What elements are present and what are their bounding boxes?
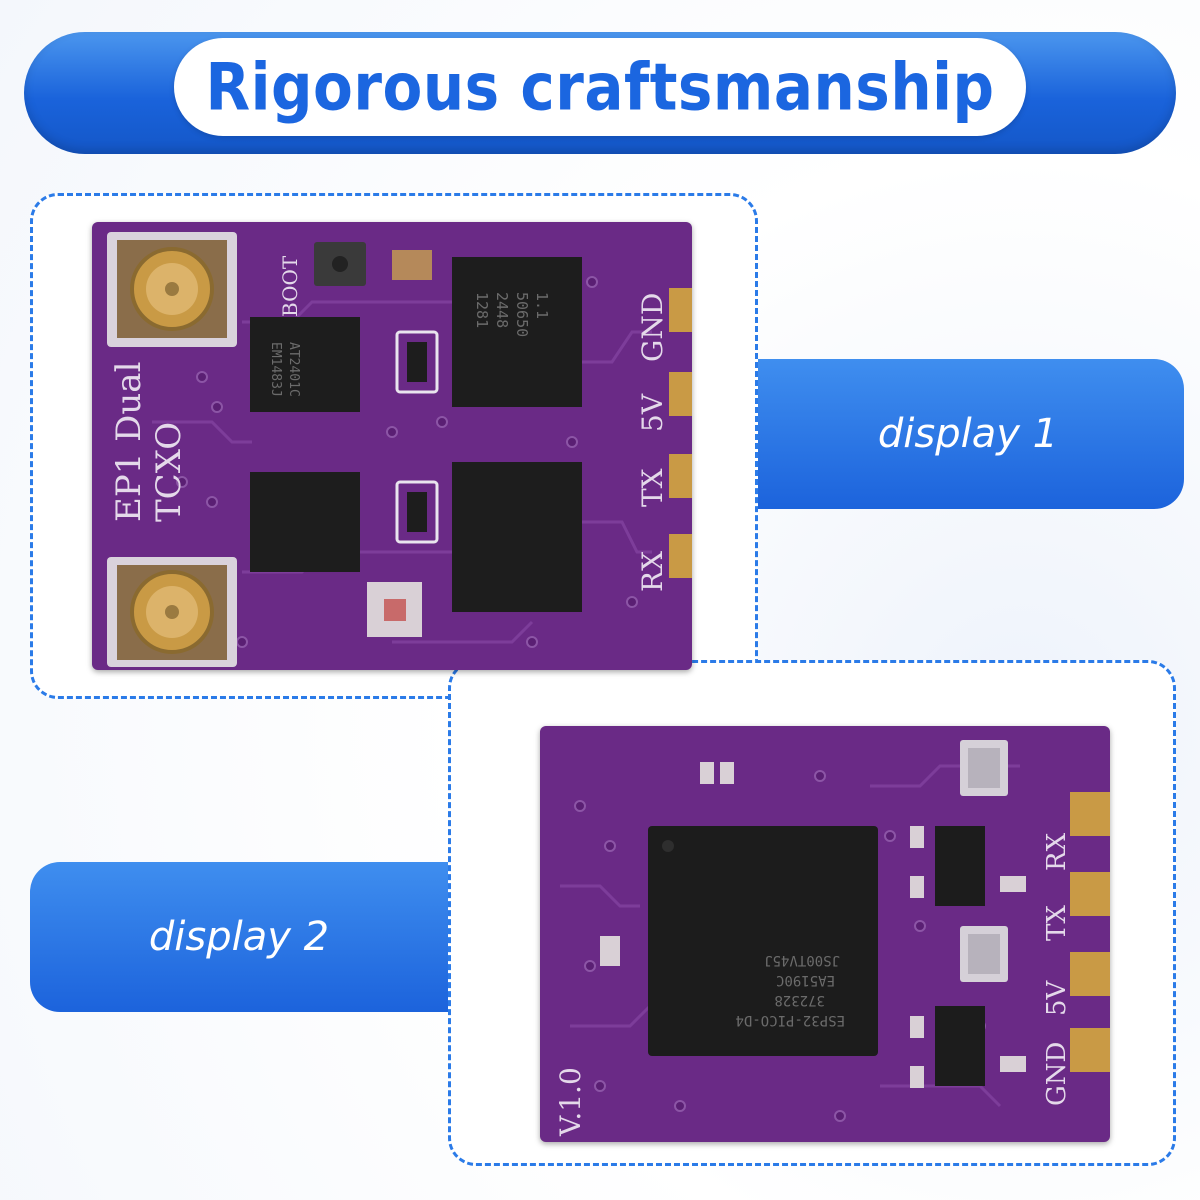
rf-chip-top bbox=[452, 257, 582, 407]
amp-chip-line-2: AT2401C bbox=[286, 342, 301, 397]
display-2-label: display 2 bbox=[148, 914, 330, 960]
pin-label-gnd: GND bbox=[636, 293, 669, 362]
rf-chip-bottom bbox=[452, 462, 582, 612]
rf-chip-line-3: 50650 bbox=[513, 292, 531, 337]
mcu-line-1: ESP32-PICO-D4 bbox=[735, 1012, 845, 1028]
receiver-board-back: V.1.0 RX TX 5V GND ESP32-PICO-D4 372328 … bbox=[540, 726, 1110, 1142]
receiver-board-front: EP1 Dual TCXO BOOT GND 5V TX RX EM1483J … bbox=[92, 222, 692, 670]
back-board-drawing: V.1.0 RX TX 5V GND ESP32-PICO-D4 372328 … bbox=[554, 740, 1110, 1137]
rf-chip-line-4: 1.1 bbox=[533, 292, 551, 319]
title-pill: Rigorous craftsmanship bbox=[174, 38, 1026, 136]
amp-chip-line-1: EM1483J bbox=[268, 342, 283, 397]
front-solder-pads bbox=[669, 288, 692, 578]
mcu-line-2: 372328 bbox=[774, 992, 825, 1008]
front-board-drawing: EP1 Dual TCXO BOOT GND 5V TX RX EM1483J … bbox=[107, 232, 692, 667]
display-2-label-band: display 2 bbox=[30, 862, 448, 1012]
back-pin-label-tx: TX bbox=[1042, 905, 1072, 941]
antenna-connector-bottom bbox=[107, 557, 237, 667]
tcxo-text: TCXO bbox=[149, 422, 189, 522]
mcu-chip bbox=[648, 826, 878, 1056]
back-pin-label-gnd: GND bbox=[1042, 1042, 1072, 1106]
boot-text: BOOT bbox=[278, 255, 302, 317]
mcu-line-4: JS00TV45J bbox=[764, 952, 840, 968]
pin-label-rx: RX bbox=[636, 551, 669, 592]
back-pin-label-5v: 5V bbox=[1042, 979, 1072, 1016]
amp-chip-top bbox=[250, 317, 360, 412]
back-solder-pads bbox=[1070, 792, 1110, 1072]
mcu-line-3: EA5190C bbox=[776, 972, 835, 988]
regulator-top bbox=[935, 826, 985, 906]
amp-chip-bottom bbox=[250, 472, 360, 572]
pin-label-5v: 5V bbox=[636, 393, 669, 432]
pin-label-tx: TX bbox=[636, 468, 669, 507]
regulator-bottom bbox=[935, 1006, 985, 1086]
rf-chip-line-2: 2448 bbox=[493, 292, 511, 328]
antenna-connector-top bbox=[107, 232, 237, 347]
board-name-text: EP1 Dual bbox=[109, 362, 149, 522]
title-banner: Rigorous craftsmanship bbox=[24, 32, 1176, 154]
display-1-label-band: display 1 bbox=[752, 359, 1184, 509]
display-1-label: display 1 bbox=[877, 411, 1059, 457]
rf-chip-line-1: 1281 bbox=[473, 292, 491, 328]
banner-title: Rigorous craftsmanship bbox=[205, 48, 995, 126]
back-pin-label-rx: RX bbox=[1042, 832, 1072, 871]
version-text: V.1.0 bbox=[554, 1067, 587, 1137]
